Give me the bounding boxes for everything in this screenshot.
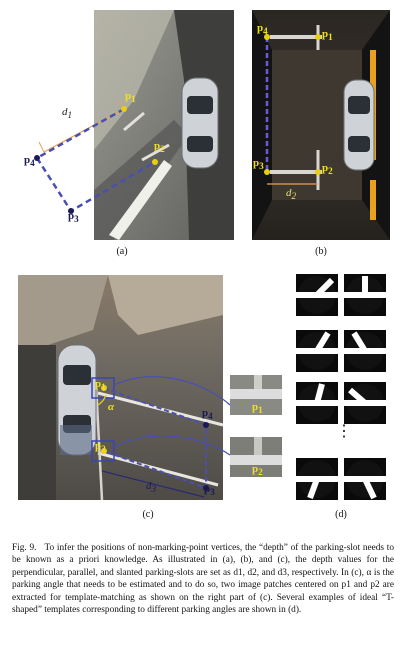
panel-c-image <box>18 275 282 500</box>
label-p1: p1 <box>322 28 333 43</box>
point-p1 <box>101 385 107 391</box>
panel-a-image <box>34 10 234 240</box>
point-p2 <box>152 159 158 165</box>
car-icon <box>343 79 375 171</box>
car-icon <box>181 77 219 169</box>
template-grid <box>296 274 386 500</box>
slot-dashed-outline <box>35 107 156 213</box>
template-thumb <box>296 330 338 372</box>
caption-d: (d) <box>335 509 347 520</box>
patch-link-p1 <box>113 376 231 406</box>
label-p3: p3 <box>253 157 264 172</box>
patch-label-p2: p2 <box>252 463 263 478</box>
point-p2 <box>101 448 107 454</box>
panel-b: p4 p1 p3 p2 d2 <box>252 10 390 240</box>
patch-image-p1 <box>230 375 282 415</box>
point-p4 <box>203 422 209 428</box>
point-p2 <box>315 169 321 175</box>
patch-box-p1 <box>91 377 115 399</box>
label-p3: p3 <box>68 210 79 225</box>
point-p1 <box>121 106 127 112</box>
caption-b: (b) <box>315 246 327 257</box>
patch-label-p1: p1 <box>252 401 263 416</box>
point-p4 <box>34 155 40 161</box>
template-thumb <box>344 382 386 424</box>
label-p2: p2 <box>322 162 333 177</box>
figure-label: Fig. 9. <box>12 543 37 553</box>
patch-link-p2 <box>113 435 231 456</box>
template-thumb <box>296 274 338 316</box>
template-thumb <box>344 458 386 500</box>
caption-c: (c) <box>142 509 154 520</box>
label-p1: p1 <box>95 378 106 393</box>
label-p3: p3 <box>204 483 215 498</box>
label-depth: d2 <box>286 187 297 202</box>
label-p4: p4 <box>257 22 268 37</box>
label-depth: d1 <box>62 106 73 121</box>
label-alpha: α <box>108 401 115 413</box>
angle-arc <box>97 394 107 406</box>
panel-c: p1 p2 p3 p4 d3 α p1 p2 <box>18 275 284 500</box>
template-ellipsis: ⋮ <box>336 423 352 440</box>
label-p2: p2 <box>154 140 165 155</box>
point-p3 <box>203 485 209 491</box>
panel-d: ⋮ <box>294 270 394 505</box>
slot-dashed-outline <box>103 387 207 490</box>
figure-caption: Fig. 9. To infer the positions of non-ma… <box>12 542 394 616</box>
point-p4 <box>264 34 270 40</box>
point-p1 <box>315 34 321 40</box>
point-p3 <box>68 208 74 214</box>
template-thumb <box>344 330 386 372</box>
patch-box-p2 <box>91 440 115 462</box>
depth-line <box>101 470 205 498</box>
caption-a: (a) <box>116 246 128 257</box>
template-thumb <box>296 382 338 424</box>
label-p4: p4 <box>24 154 35 169</box>
label-p4: p4 <box>202 407 213 422</box>
panel-a: p1 p2 p3 p4 d1 <box>24 10 234 240</box>
template-thumb <box>296 458 338 500</box>
point-p3 <box>264 169 270 175</box>
label-p2: p2 <box>95 440 106 455</box>
figure-caption-text: To infer the positions of non-marking-po… <box>12 543 395 616</box>
label-depth: d3 <box>146 480 157 495</box>
panel-b-image <box>252 10 390 240</box>
template-thumb <box>344 274 386 316</box>
patch-image-p2 <box>230 437 282 477</box>
label-p1: p1 <box>125 90 136 105</box>
car-icon <box>57 344 97 456</box>
